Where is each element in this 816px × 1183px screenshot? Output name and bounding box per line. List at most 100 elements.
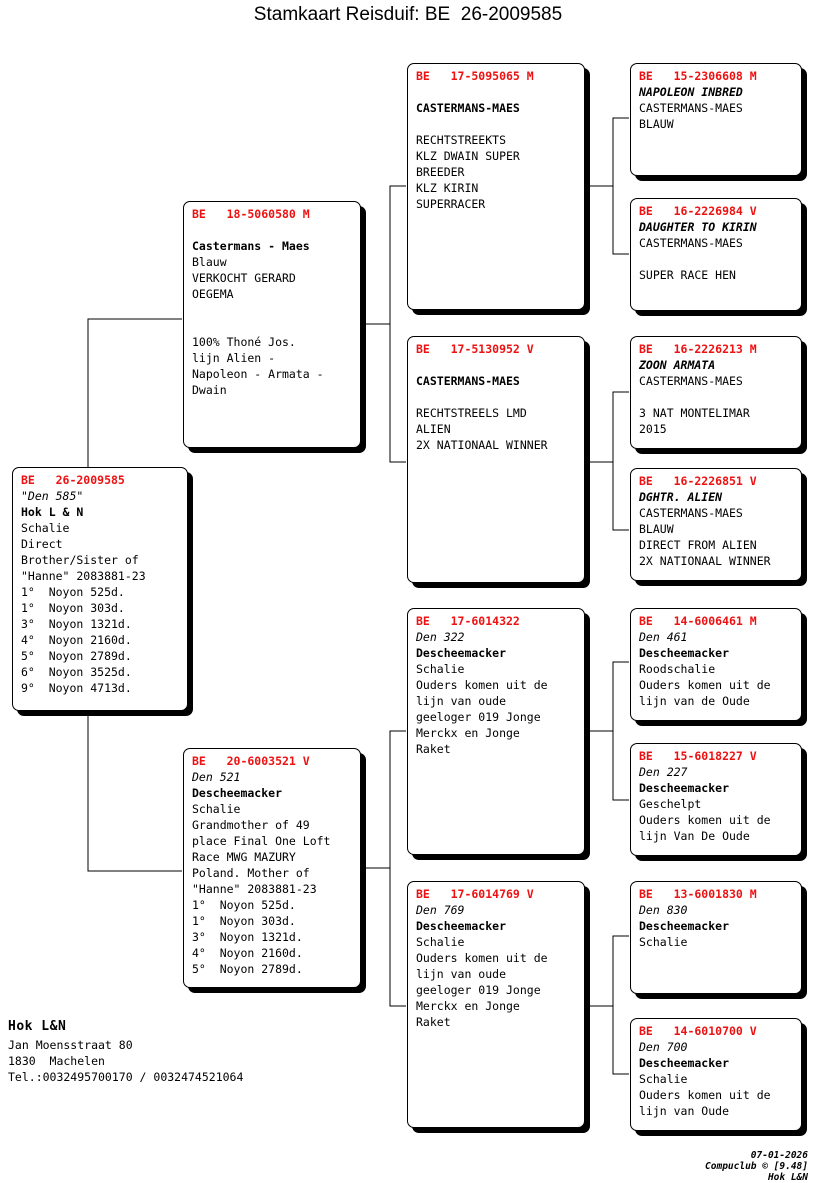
detail-line: Raket [416, 1015, 451, 1029]
detail-line: Poland. Mother of [192, 866, 310, 880]
detail-line: "Hanne" 2083881-23 [21, 569, 146, 583]
detail-line: Den 521 [192, 770, 241, 784]
detail-line: "Hanne" 2083881-23 [192, 882, 317, 896]
detail-line: Race MWG MAZURY [192, 850, 296, 864]
detail-line: DGHTR. ALIEN [639, 490, 723, 504]
detail-line: Merckx en Jonge [416, 999, 520, 1013]
pedigree-box-grandparent-2[interactable]: BE 17-5130952 V CASTERMANS-MAES RECHTSTR… [407, 336, 585, 583]
detail-line: 1° Noyon 303d. [21, 601, 125, 615]
owner-address-line-2: 1830 Machelen [8, 1054, 105, 1068]
connector-father-to-gf [389, 185, 406, 324]
detail-line: BREEDER [416, 165, 465, 179]
detail-line: Descheemacker [416, 646, 507, 660]
detail-line: 100% Thoné Jos. [192, 335, 296, 349]
detail-line: OEGEMA [192, 287, 234, 301]
detail-line: Den 830 [639, 903, 688, 917]
ring-number: BE 20-6003521 V [192, 754, 310, 768]
detail-line: 3° Noyon 1321d. [21, 617, 132, 631]
detail-line: 4° Noyon 2160d. [192, 946, 303, 960]
detail-line: SUPERRACER [416, 197, 486, 211]
detail-line: lijn van oude [416, 967, 507, 981]
detail-line: CASTERMANS-MAES [639, 374, 743, 388]
detail-line: Blauw [192, 255, 227, 269]
detail-line: Napoleon - Armata - [192, 367, 324, 381]
print-footer: 07-01-2026 Compuclub © [9.48] Hok L&N [0, 1139, 808, 1183]
print-date: 07-01-2026 [750, 1150, 808, 1161]
ring-number: BE 14-6010700 V [639, 1024, 757, 1038]
detail-line: 9° Noyon 4713d. [21, 681, 132, 695]
pedigree-box-grandparent-1[interactable]: BE 17-5095065 M CASTERMANS-MAES RECHTSTR… [407, 63, 585, 310]
detail-line: lijn van de Oude [639, 694, 750, 708]
detail-line: DAUGHTER TO KIRIN [639, 220, 757, 234]
detail-line: KLZ KIRIN [416, 181, 479, 195]
detail-line: geeloger 019 Jonge [416, 710, 541, 724]
detail-line: 5° Noyon 2789d. [21, 649, 132, 663]
detail-line: Den 769 [416, 903, 465, 917]
detail-line: 6° Noyon 3525d. [21, 665, 132, 679]
connector-father-to-gm [389, 324, 406, 463]
detail-line: Descheemacker [192, 786, 283, 800]
connector-g2a-to-g3b [612, 186, 629, 255]
connector-g2b-to-g3d [612, 462, 629, 531]
page-title: Stamkaart Reisduif: BE 26-2009585 [253, 4, 563, 25]
detail-line: ZOON ARMATA [639, 358, 716, 372]
detail-line: Schalie [192, 802, 241, 816]
detail-line: Descheemacker [639, 919, 730, 933]
ring-number: BE 17-5095065 M [416, 69, 534, 83]
detail-line: VERKOCHT GERARD [192, 271, 296, 285]
connector-g2c-to-g3f [612, 731, 629, 801]
pedigree-box-greatgrandparent-4[interactable]: BE 16-2226851 V DGHTR. ALIEN CASTERMANS-M… [630, 468, 802, 581]
detail-line: SUPER RACE HEN [639, 268, 736, 282]
detail-line: 3° Noyon 1321d. [192, 930, 303, 944]
detail-line: Ouders komen uit de [639, 678, 771, 692]
detail-line: Brother/Sister of [21, 553, 139, 567]
detail-line: Schalie [416, 662, 465, 676]
detail-line: CASTERMANS-MAES [639, 506, 743, 520]
detail-line: Geschelpt [639, 797, 702, 811]
connector-g2d-to-g3g [612, 935, 629, 1006]
detail-line: lijn van oude [416, 694, 507, 708]
detail-line: CASTERMANS-MAES [416, 374, 520, 388]
detail-line: Den 700 [639, 1040, 688, 1054]
detail-line: CASTERMANS-MAES [639, 101, 743, 115]
detail-line: 1° Noyon 525d. [192, 898, 296, 912]
detail-line: Den 227 [639, 765, 688, 779]
connector-mother-to-gf [389, 730, 406, 868]
detail-line: Direct [21, 537, 63, 551]
detail-line: Descheemacker [639, 1056, 730, 1070]
ring-number: BE 16-2226851 V [639, 474, 757, 488]
detail-line: Merckx en Jonge [416, 726, 520, 740]
detail-line: "Den 585" [21, 489, 84, 503]
owner-address-line-1: Jan Moensstraat 80 [8, 1038, 133, 1052]
detail-line: Descheemacker [639, 646, 730, 660]
detail-line: 2015 [639, 422, 667, 436]
detail-line: Hok L & N [21, 505, 84, 519]
connector-mother-stub2 [389, 868, 406, 1007]
detail-line: CASTERMANS-MAES [416, 101, 520, 115]
software-credit: Compuclub © [9.48] [705, 1161, 808, 1172]
detail-line: BLAUW [639, 117, 674, 131]
detail-line: Descheemacker [639, 781, 730, 795]
ring-number: BE 26-2009585 [21, 473, 125, 487]
